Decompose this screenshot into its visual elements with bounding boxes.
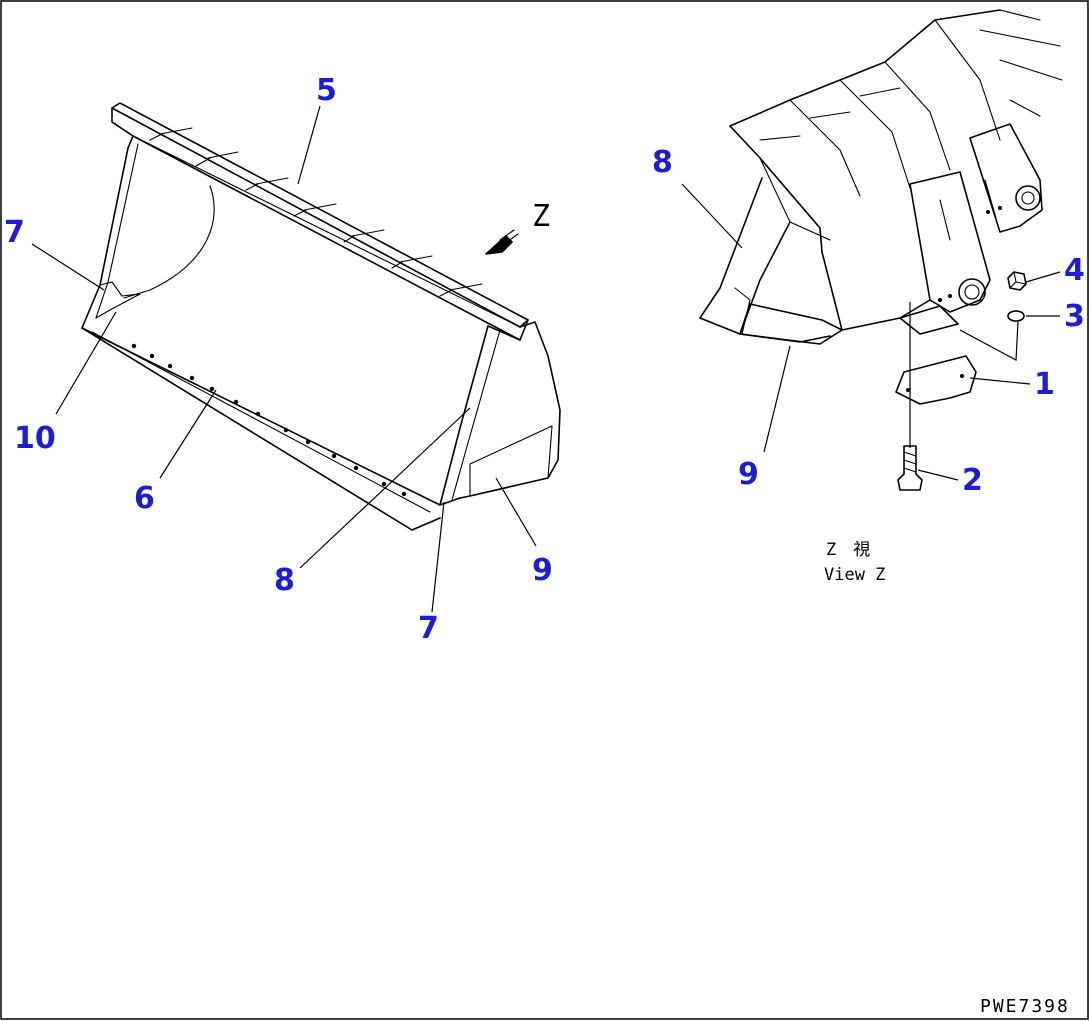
callout-10: 10	[14, 421, 56, 456]
bolt-hole-row	[131, 343, 407, 497]
figure-code: PWE7398	[980, 996, 1070, 1017]
bucket-view-z	[699, 9, 1063, 491]
bucket-front-view	[81, 102, 561, 531]
view-z-letter: Z	[532, 199, 550, 234]
callout-9: 9	[532, 553, 553, 588]
callouts-left: 5 7 10 6 8 7 9	[4, 73, 553, 646]
callout-8: 8	[274, 563, 295, 598]
callout-5: 5	[316, 73, 337, 108]
callout-3: 3	[1064, 299, 1085, 334]
callout-9: 9	[738, 457, 759, 492]
caption-view-z-en: View Z	[824, 565, 885, 585]
leader-lines	[31, 105, 1061, 613]
callout-8: 8	[652, 145, 673, 180]
callout-7: 7	[4, 215, 25, 250]
callouts-right: 8 9 4 3 1 2	[652, 145, 1085, 498]
caption-view-z-jp: Z 視	[826, 540, 870, 560]
callout-1: 1	[1034, 367, 1055, 402]
callout-6: 6	[134, 481, 155, 516]
callout-2: 2	[962, 463, 983, 498]
callout-4: 4	[1064, 253, 1085, 288]
callout-7: 7	[418, 611, 439, 646]
